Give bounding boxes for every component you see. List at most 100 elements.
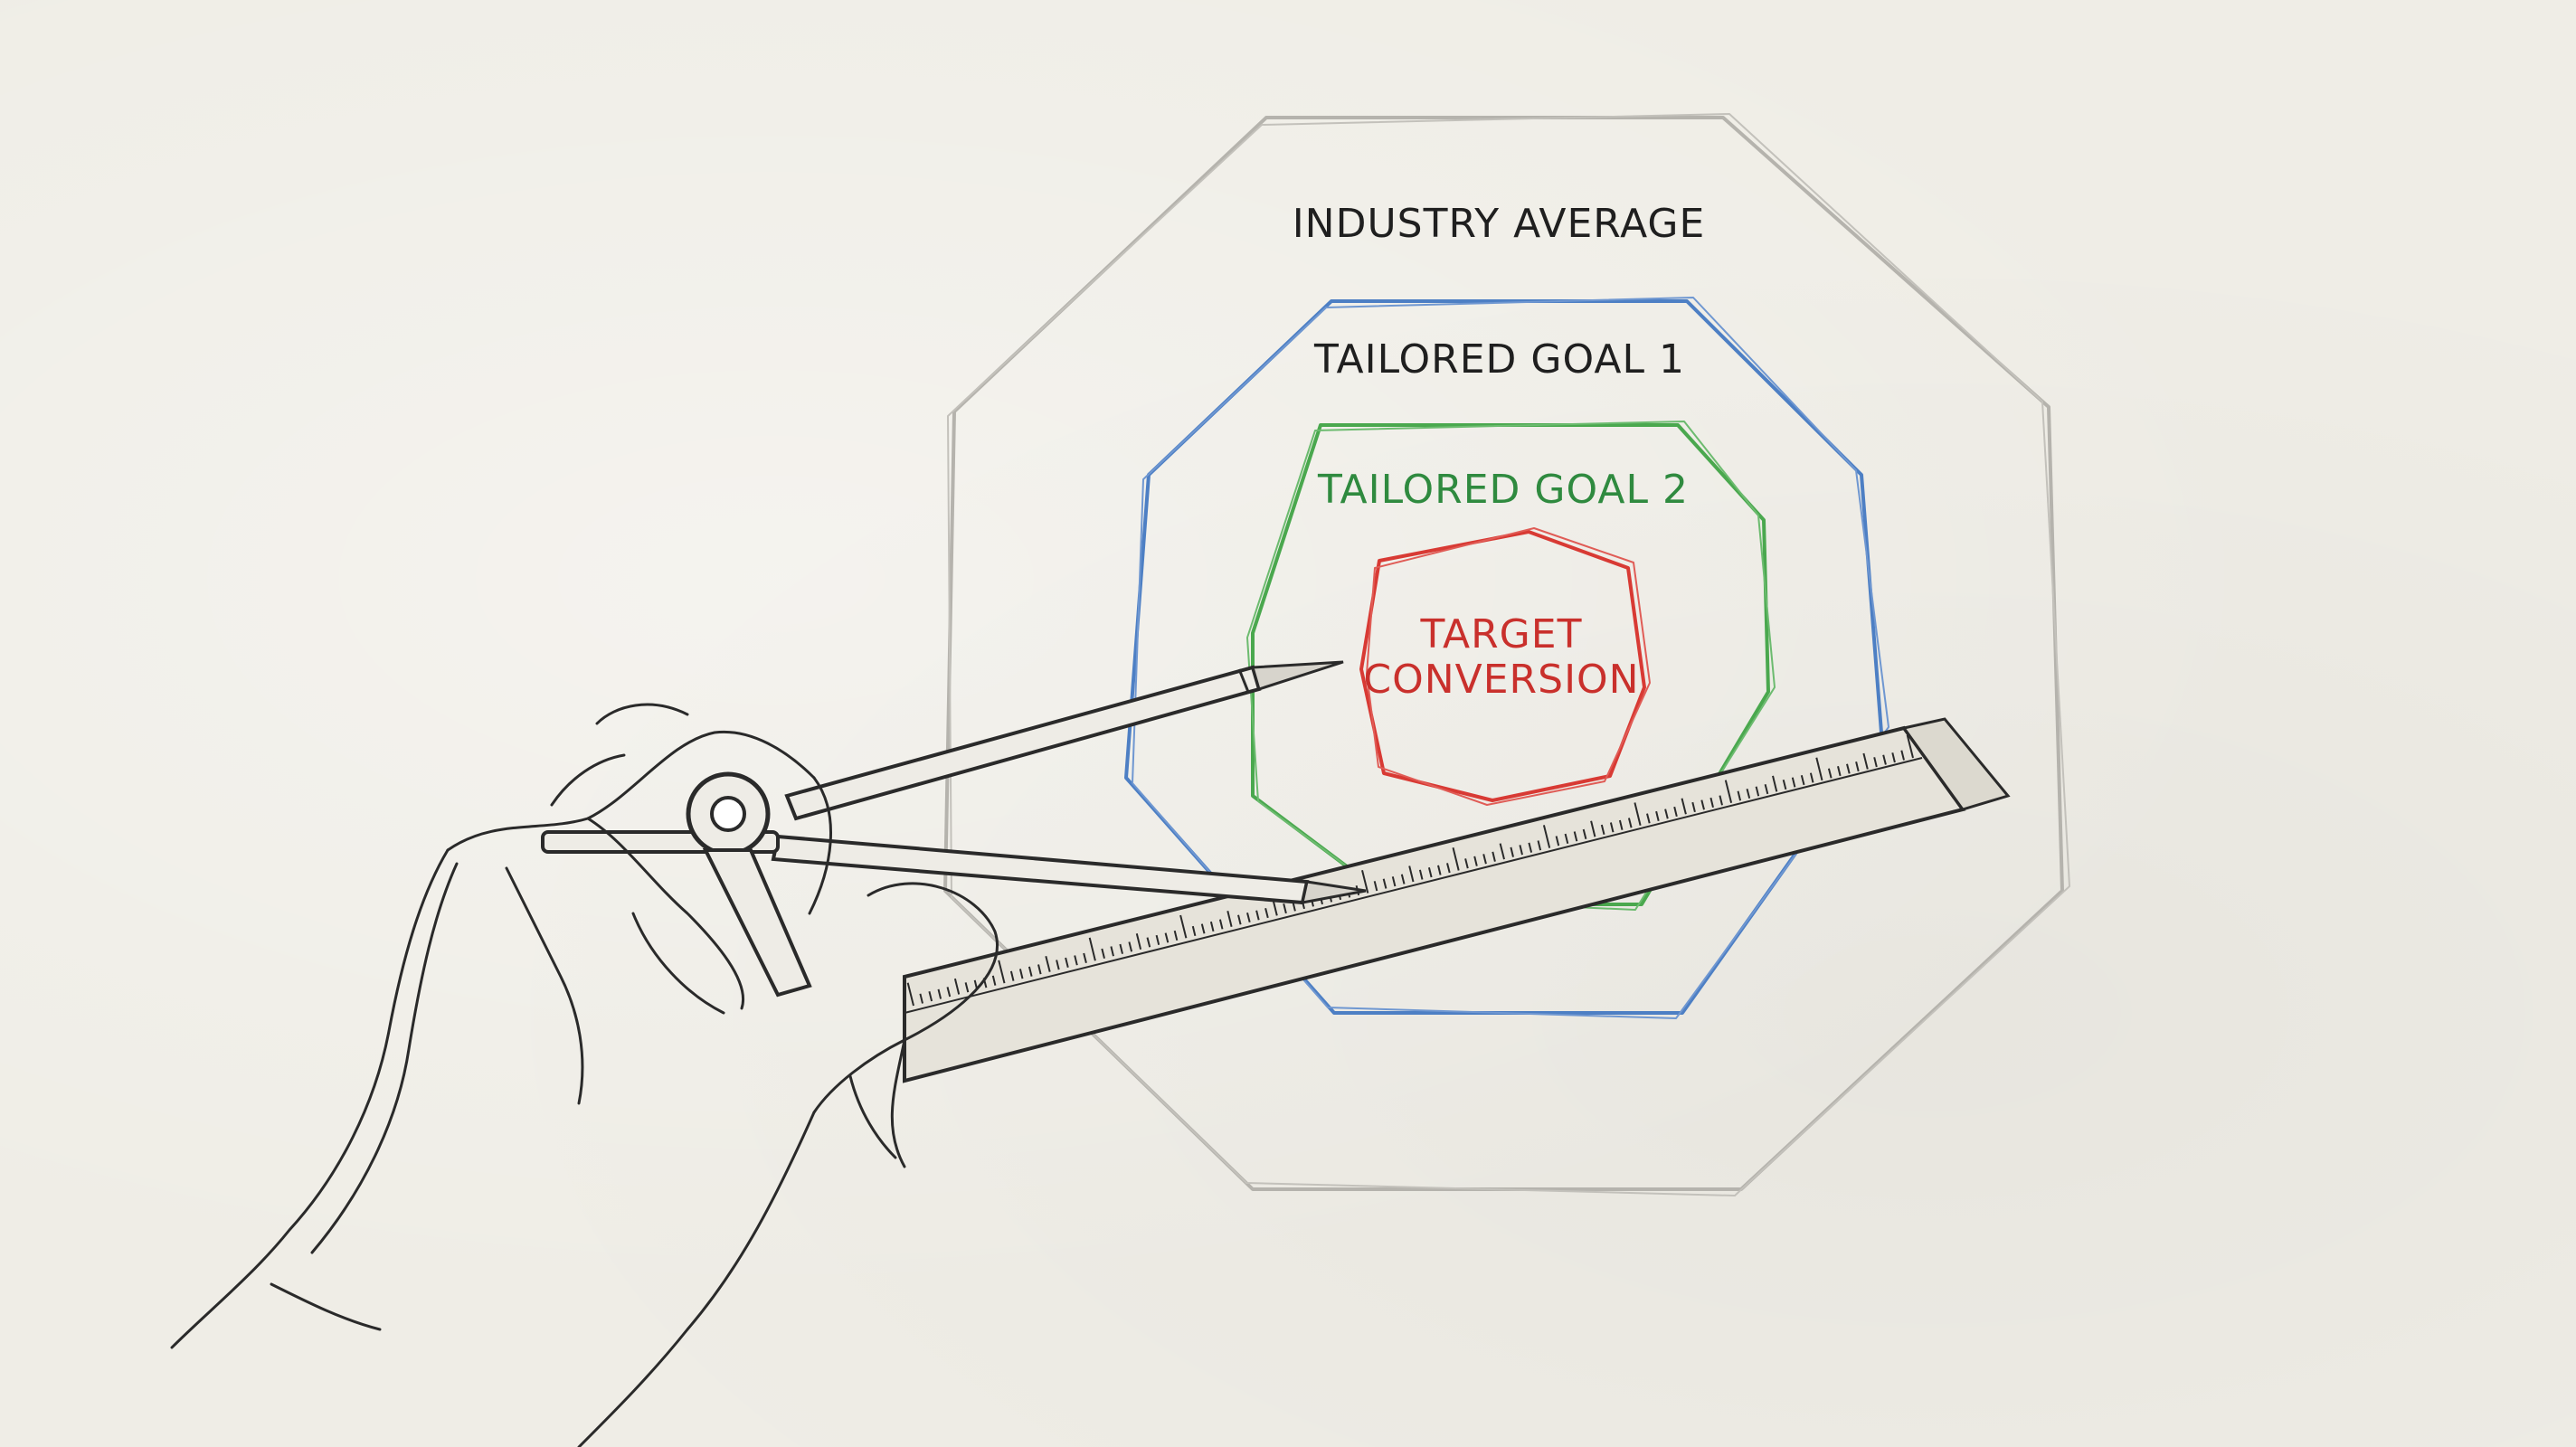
ruler-tick: [1164, 932, 1170, 943]
ruler-tick: [1373, 881, 1378, 892]
ruler-tick: [1782, 779, 1787, 790]
ruler-tick: [1255, 910, 1260, 921]
ruler-tick: [1764, 783, 1769, 795]
ruler-tick: [1499, 843, 1505, 860]
ruler-tick: [953, 978, 961, 995]
ruler-tick: [1582, 828, 1587, 839]
ring-industry-average: [943, 113, 2070, 1196]
ruler-tick: [1418, 869, 1424, 880]
ruler-tick: [1283, 903, 1287, 914]
ruler-tick: [1119, 943, 1123, 954]
ruler-tick: [1827, 768, 1833, 779]
ruler-tick: [1618, 819, 1624, 830]
ruler-tick: [1519, 845, 1523, 856]
ruler-tick: [1709, 797, 1714, 809]
ruler-tick: [1862, 752, 1869, 770]
ruler-tick: [1246, 912, 1251, 923]
ruler-tick: [1791, 777, 1796, 788]
ruler-tick: [1882, 754, 1887, 765]
ruler-tick: [1482, 854, 1487, 865]
ruler-tick: [906, 982, 914, 1007]
ruler-tick: [1237, 914, 1242, 925]
ruler-tick: [1464, 858, 1469, 869]
ruler-ticks: [906, 734, 1914, 1007]
ruler-tick: [1264, 907, 1269, 919]
label-tailored-goal-1: TAILORED GOAL 1: [1313, 336, 1685, 383]
ruler-tick: [1573, 831, 1578, 842]
ruler-tick: [1191, 925, 1197, 937]
label-target-conversion-line-1: TARGET: [1420, 611, 1583, 657]
ruler-tick: [1179, 914, 1188, 939]
ruler-tick: [1427, 867, 1433, 878]
ruler-tick: [1542, 825, 1551, 848]
ruler-tick: [1746, 788, 1751, 799]
ruler-tick: [1128, 941, 1133, 952]
ruler-tick: [998, 960, 1006, 984]
ruler-tick: [1724, 780, 1733, 804]
ruler-tick: [1537, 840, 1542, 851]
ruler-tick: [1018, 969, 1024, 979]
ruler-tick: [1564, 833, 1569, 844]
ruler-tick: [1146, 937, 1151, 948]
ruler-tick: [1028, 966, 1033, 977]
ruler-tick: [964, 982, 970, 993]
ruler-tick: [1664, 809, 1669, 819]
ruler-tick: [1218, 919, 1224, 930]
ruler-tick: [1452, 847, 1460, 871]
ruler-tick: [1655, 810, 1660, 821]
ruler-tick: [1056, 960, 1060, 970]
ruler-tick: [1691, 801, 1696, 813]
ruler-tick: [1408, 865, 1415, 883]
ruler-tick: [1627, 818, 1633, 828]
ruler-tick: [1226, 911, 1233, 928]
ruler-tick: [1361, 869, 1369, 894]
ruler-tick: [1200, 923, 1206, 934]
ruler-tick: [937, 988, 942, 999]
ruler-tick: [1045, 955, 1051, 972]
ruler-tick: [1473, 856, 1478, 866]
ruler-tick: [1891, 752, 1896, 763]
ruler-tick: [1815, 757, 1823, 781]
ruler-tick: [1590, 820, 1596, 837]
ruler-tick: [1634, 802, 1642, 826]
ruler-tick: [1855, 761, 1860, 772]
ruler-tick: [1873, 757, 1878, 768]
compass-illustration: [541, 660, 1367, 998]
ruler-tick: [1101, 948, 1105, 959]
ruler-tick: [1173, 930, 1179, 941]
label-target-conversion-line-2: CONVERSION: [1363, 657, 1639, 703]
ruler-tick: [1719, 795, 1723, 806]
ruler-tick: [1609, 822, 1615, 833]
ruler-tick: [1382, 878, 1387, 889]
ruler-tick: [1510, 846, 1514, 857]
ruler-tick: [919, 993, 923, 1004]
label-industry-average: INDUSTRY AVERAGE: [1293, 201, 1706, 247]
ruler-tick: [1681, 798, 1687, 815]
ruler-tick: [1135, 933, 1142, 950]
label-tailored-goal-2: TAILORED GOAL 2: [1317, 467, 1689, 513]
ruler-tick: [1209, 921, 1215, 932]
ruler-tick: [1600, 824, 1605, 835]
ruler-tick: [1400, 874, 1406, 884]
ruler-tick: [1906, 734, 1914, 759]
ruler-tick: [1737, 790, 1742, 801]
ruler-tick: [1900, 750, 1905, 761]
ruler-tick: [1009, 970, 1015, 981]
ruler-tick: [1772, 775, 1778, 792]
ring-target-conversion: [1359, 527, 1651, 806]
ruler-tick: [991, 975, 997, 986]
ruler-tick: [1837, 766, 1842, 777]
ruler-tick: [1809, 772, 1814, 783]
ruler-tick: [1555, 836, 1560, 846]
ruler-tick: [1083, 952, 1087, 963]
ruler-tick: [1065, 957, 1069, 968]
ruler-tick: [1155, 934, 1160, 945]
ruler-tick: [1800, 774, 1805, 786]
ruler-tick: [1391, 876, 1397, 887]
ruler-tick: [1437, 865, 1442, 875]
ruler-tick: [946, 987, 952, 998]
ruler-tick: [1037, 964, 1042, 975]
ruler-tick: [1646, 813, 1651, 824]
